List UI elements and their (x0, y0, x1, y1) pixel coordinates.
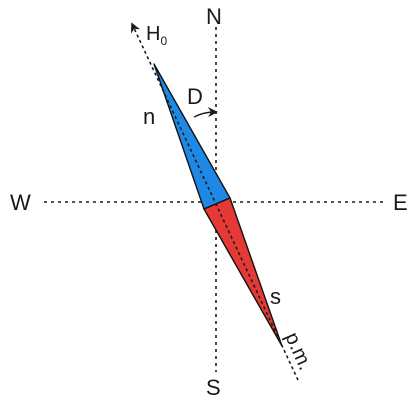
declination-angle-arc (193, 107, 218, 118)
magnetic-meridian-label: p.m. (280, 329, 316, 373)
field-label: H0 (146, 23, 167, 48)
west-label: W (10, 190, 31, 215)
north-label: N (206, 4, 222, 29)
east-label: E (393, 190, 408, 215)
needle-north-pole-label: n (143, 104, 155, 129)
south-label: S (206, 375, 221, 400)
magnetic-meridian-line (131, 22, 299, 381)
declination-label: D (187, 84, 203, 109)
needle-south-half (203, 197, 283, 347)
field-symbol: H (146, 23, 160, 45)
needle-south-pole-label: s (270, 284, 281, 309)
field-subscript: 0 (160, 34, 167, 48)
